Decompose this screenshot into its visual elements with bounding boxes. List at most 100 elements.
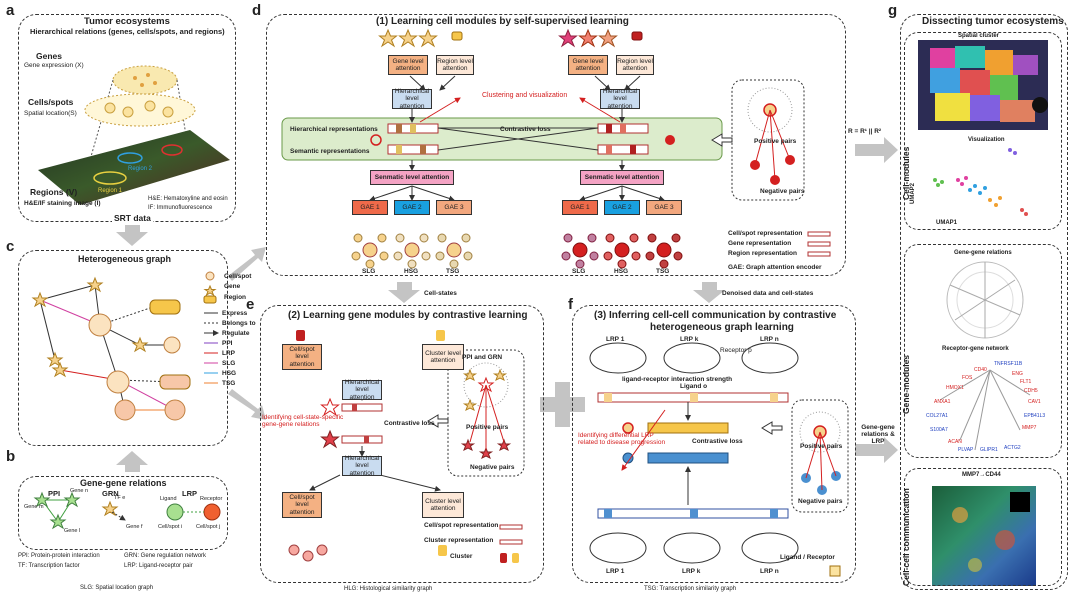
grn-legend: GRN: Gene regulation network: [124, 553, 207, 559]
cell-i-label: Cell/spot i: [158, 524, 183, 530]
panel-b-title: Gene-gene relations: [80, 478, 167, 488]
legend-region-rep-d: Region representation: [728, 250, 797, 257]
ccc-label: Cell-cell communication: [901, 488, 911, 586]
legend-cell: Cell/spot: [224, 273, 252, 280]
cells-label: Cells/spots: [28, 97, 74, 107]
hier-att-e-top: Hierarchical level attention: [342, 379, 382, 401]
graph-slg-left: SLG: [362, 268, 376, 275]
gg-relations-label: Gene-gene relations: [954, 250, 1012, 256]
graph-slg-right: SLG: [572, 268, 586, 275]
he-note: H&E: Hematoxyline and eosin: [148, 196, 228, 202]
legend-express: Express: [222, 310, 248, 317]
legend-cell-rep-d: Cell/spot representation: [728, 230, 803, 237]
panel-g-cell-frame: [904, 32, 1062, 230]
positive-e: Positive pairs: [466, 424, 509, 431]
panel-e-title: (2) Learning gene modules by contrastive…: [288, 310, 528, 321]
srt-label: SRT data: [112, 213, 153, 224]
lig-rec-legend: Ligand / Receptor: [780, 554, 835, 561]
gene-eng: ENG: [1012, 371, 1023, 377]
gg-lrp-label: Gene-gene relations & LRP: [861, 424, 895, 446]
ligand-label: Ligand: [160, 496, 177, 502]
legend-gene: Gene: [224, 283, 241, 290]
cluster-att-top: Cluster level attention: [422, 344, 464, 370]
ppi-title: PPI: [48, 489, 61, 498]
gene-s100a7: S100A7: [930, 427, 948, 433]
gray-flow-arrows: [116, 137, 898, 472]
legend-hsg: HSG: [222, 370, 237, 377]
contrastive-f: Contrastive loss: [692, 438, 743, 445]
gene-cd40: CD40: [974, 367, 987, 373]
tf-e-label: TF e: [114, 495, 126, 501]
legend-tsg: TSG: [222, 380, 236, 387]
panel-e-frame: [260, 305, 544, 583]
gene-fos: FOS: [962, 375, 973, 381]
cell-modules-label: Cell-modules: [901, 146, 911, 200]
hlg-note: HLG: Histological similarity graph: [344, 586, 433, 592]
positive-d: Positive pairs: [754, 138, 797, 145]
panel-f-title-1: (3) Inferring cell-cell communication by…: [594, 310, 837, 321]
hier-rep-label: Hierarchical representations: [290, 126, 378, 133]
lrp-legend: LRP: Ligand-receptor pair: [124, 563, 193, 569]
gae2-right: GAE 2: [604, 200, 640, 215]
gene-m-label: Gene m: [24, 504, 44, 510]
panel-e-drawing: [288, 330, 525, 563]
panel-g-letter: g: [888, 2, 898, 19]
panel-d-drawing: [281, 28, 831, 269]
gene-att-right: Gene level attention: [568, 55, 608, 75]
hier-att-e-bottom: Hierarchical level attention: [342, 455, 382, 477]
panel-g-gene-frame: [904, 244, 1062, 458]
tsg-note: TSG: Transcription similarity graph: [644, 586, 737, 592]
negative-e: Negative pairs: [470, 464, 515, 471]
legend-region: Region: [224, 294, 247, 301]
if-note: IF: Immunofluorescence: [148, 205, 213, 211]
spatial-cluster-label: Spatial cluster: [958, 33, 1000, 39]
cell-states-label: Cell-states: [424, 290, 457, 297]
gae2-left: GAE 2: [394, 200, 430, 215]
cell-j-label: Cell/spot j: [196, 524, 221, 530]
rg-network-label: Receptor-gene network: [942, 346, 1009, 352]
panel-g-frame: [900, 14, 1068, 590]
panel-a-letter: a: [6, 2, 15, 19]
gene-anxa1: ANXA1: [934, 399, 951, 405]
cell-att-bottom: Cell/spot level attention: [282, 492, 322, 518]
cluster-att-bottom: Cluster level attention: [422, 492, 464, 518]
sem-rep-label: Semantic representations: [290, 148, 370, 155]
panel-a-title: Tumor ecosystems: [84, 16, 170, 27]
gae3-left: GAE 3: [436, 200, 472, 215]
panel-f-frame: [572, 305, 856, 583]
gene-hmox1: HMOX1: [946, 385, 964, 391]
sem-att-right: Senmatic level attention: [580, 170, 664, 185]
lrpk-top: LRP k: [680, 336, 699, 343]
panel-f-letter: f: [568, 296, 573, 313]
panel-g-title: Dissecting tumor ecosystems: [922, 16, 1064, 27]
gene-n-label: Gene n: [70, 488, 89, 494]
slg-note: SLG: Spatial location graph: [80, 585, 154, 591]
clustering-label: Clustering and visualization: [482, 92, 568, 99]
panel-b-letter: b: [6, 448, 16, 465]
lrpk-bottom: LRP k: [682, 568, 701, 575]
gene-epb41l3: EPB41L3: [1024, 413, 1046, 419]
ppi-legend: PPI: Protein-protein interaction: [18, 553, 100, 559]
panel-c-graph: [31, 271, 219, 421]
visualization-label: Visualization: [968, 137, 1005, 143]
gae3-right: GAE 3: [646, 200, 682, 215]
positive-f: Positive pairs: [800, 443, 843, 450]
panel-a-subtitle: Hierarchical relations (genes, cells/spo…: [30, 27, 225, 36]
panel-c-frame: [18, 250, 228, 446]
legend-gene-rep-d: Gene representation: [728, 240, 792, 247]
region-att-right: Region level attention: [616, 55, 654, 75]
lrp1-bottom: LRP 1: [606, 568, 625, 575]
negative-d: Negative pairs: [760, 188, 805, 195]
gene-flt1: FLT1: [1020, 379, 1032, 385]
gene-expr-label: Gene expression (X): [24, 62, 84, 69]
lrpn-top: LRP n: [760, 336, 779, 343]
identify-e: Identifying cell-state-specific gene-gen…: [262, 414, 344, 429]
lrpn-bottom: LRP n: [760, 568, 779, 575]
hier-att-left: Hierarchical level attention: [392, 88, 432, 110]
panel-d-frame: [266, 14, 846, 276]
lrp-title: LRP: [182, 489, 197, 498]
legend-cell-rep-e: Cell/spot representation: [424, 522, 499, 529]
identify-f: Identifying differential LRP related to …: [578, 432, 666, 447]
panel-f-drawing: [589, 342, 849, 577]
